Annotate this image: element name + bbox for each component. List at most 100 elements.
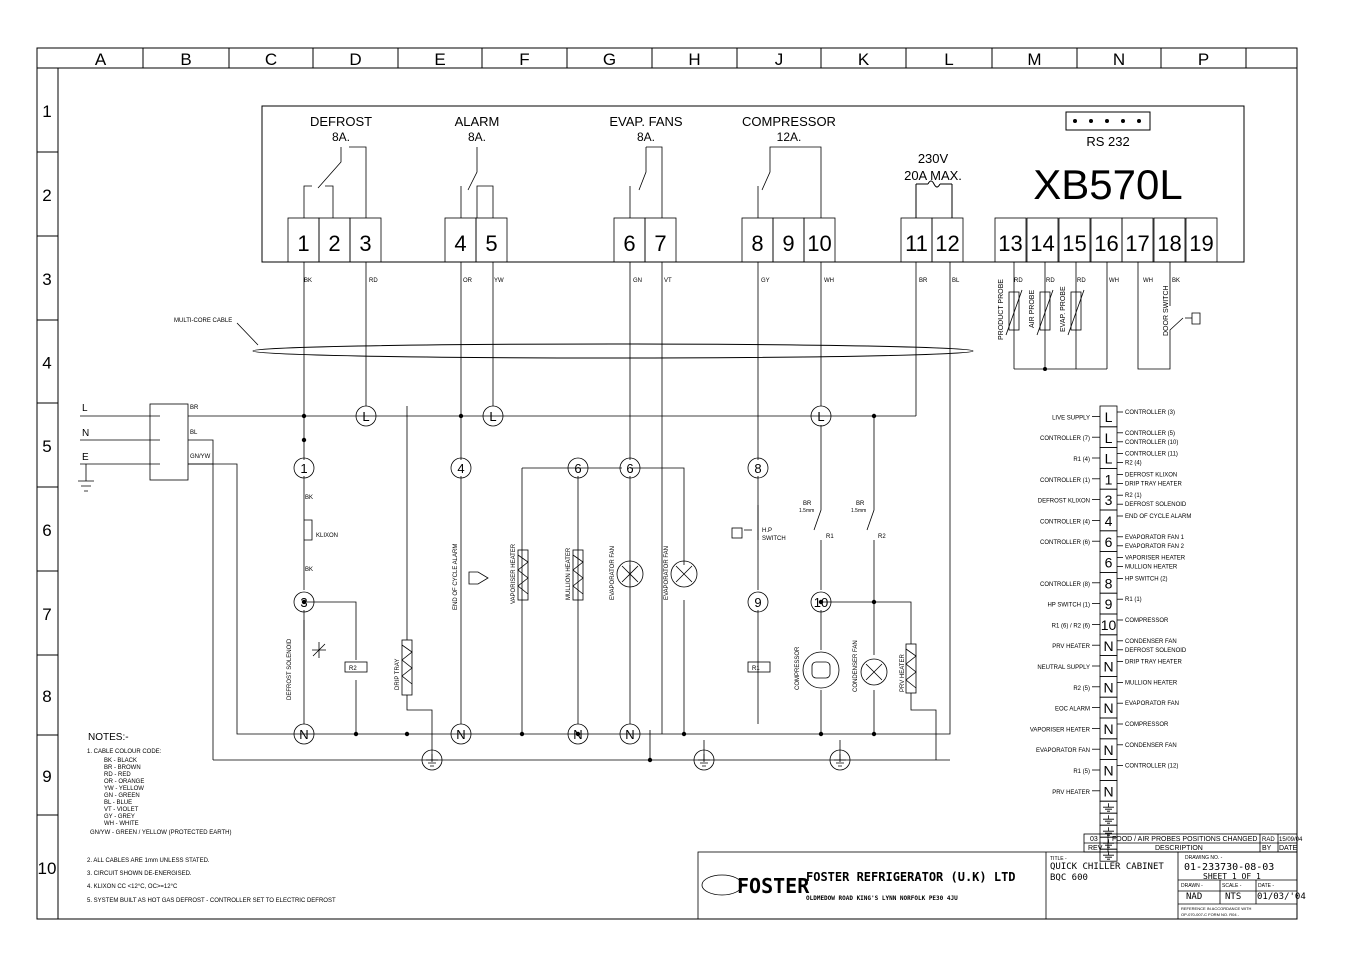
row-label-3: 3	[42, 270, 51, 289]
terminal-block-left: CONTROLLER (1)	[1040, 478, 1090, 484]
terminal-block-left: PRV HEATER	[1052, 790, 1090, 796]
note-line: BR - BROWN	[104, 765, 141, 771]
supply-l: L	[82, 403, 88, 414]
wire-color-8: BR	[919, 278, 928, 284]
air-probe-label: AIR PROBE	[1029, 290, 1036, 328]
by-head: BY	[1262, 845, 1272, 852]
terminal-block-right: CONTROLLER (10)	[1125, 440, 1178, 446]
col-label-F: F	[519, 50, 529, 69]
compressor-label: COMPRESSOR	[795, 646, 801, 690]
terminal-block-left: CONTROLLER (8)	[1040, 582, 1090, 588]
wire-color-9: BL	[952, 278, 960, 284]
alarm-label: ALARM	[455, 114, 500, 129]
relay1-label: R1	[826, 534, 834, 540]
logo-text: FOSTER	[737, 874, 810, 898]
prv-heater-label: PRV HEATER	[900, 654, 906, 692]
terminal-block-mark: N	[1103, 679, 1113, 695]
terminal-block-left: R1 (4)	[1073, 457, 1090, 463]
relay2-size: 1.5mm	[851, 508, 866, 514]
terminal-block-right: MULLION HEATER	[1125, 680, 1178, 686]
terminal-13	[994, 217, 1027, 263]
terminal-19	[1185, 217, 1218, 263]
col-label-D: D	[349, 50, 361, 69]
terminal-block-left: R1 (5)	[1073, 769, 1090, 775]
node-label: N	[573, 727, 582, 742]
terminal-label-19: 19	[1189, 231, 1213, 256]
node-L	[810, 405, 832, 427]
node-label: N	[299, 727, 308, 742]
terminal-block-right: DEFROST KLIXON	[1125, 472, 1177, 478]
terminal-label-15: 15	[1062, 231, 1086, 256]
terminal-block-left: R2 (5)	[1073, 686, 1090, 692]
terminal-block-mark: L	[1105, 409, 1113, 425]
junction-dot	[353, 731, 359, 737]
wire-color-12: RD	[1077, 278, 1086, 284]
terminal-block-mark: N	[1103, 742, 1113, 758]
node-label: N	[456, 727, 465, 742]
terminal-label-1: 1	[297, 231, 309, 256]
wiring	[188, 262, 951, 762]
terminal-block-mark: 1	[1105, 471, 1113, 487]
note-line: 3. CIRCUIT SHOWN DE-ENERGISED.	[87, 871, 192, 877]
note-line: BL - BLUE	[104, 800, 132, 806]
date-head: DATE	[1279, 845, 1297, 852]
col-label-P: P	[1198, 50, 1209, 69]
terminal-18	[1153, 217, 1186, 263]
sheet: SHEET 1 OF 1	[1203, 872, 1261, 881]
relay1-color: BR	[803, 501, 812, 507]
terminal-block-mark: N	[1103, 721, 1113, 737]
node-4	[450, 457, 472, 479]
frame-outer	[36, 47, 1298, 920]
terminal-block-right: VAPORISER HEATER	[1125, 556, 1186, 562]
wire-color-10: RD	[1014, 278, 1023, 284]
defrost-rating: 8A.	[332, 130, 350, 144]
terminal-12	[931, 217, 964, 263]
terminal-block-mark: 6	[1105, 555, 1113, 571]
rev-number: 03	[1090, 836, 1098, 843]
terminal-block-mark: N	[1103, 659, 1113, 675]
node-label: 9	[754, 595, 761, 610]
wire-color-14: WH	[1143, 278, 1153, 284]
terminal-block-right: R2 (4)	[1125, 461, 1142, 467]
supply-e: E	[82, 452, 89, 463]
col-label-J: J	[775, 50, 784, 69]
terminal-block-left: DEFROST KLIXON	[1038, 499, 1090, 505]
terminal-14	[1026, 217, 1059, 263]
node-N	[450, 723, 472, 745]
note-line: 5. SYSTEM BUILT AS HOT GAS DEFROST - CON…	[87, 898, 336, 904]
title-line-2: BQC 600	[1050, 873, 1088, 883]
col-label-H: H	[688, 50, 700, 69]
col-label-N: N	[1113, 50, 1125, 69]
terminal-block-left: VAPORISER HEATER	[1030, 727, 1091, 733]
row-label-5: 5	[42, 437, 51, 456]
terminal-block-right: END OF CYCLE ALARM	[1125, 514, 1191, 520]
terminal-label-2: 2	[328, 231, 340, 256]
terminal-block-right: R2 (1)	[1125, 493, 1142, 499]
col-label-M: M	[1027, 50, 1041, 69]
rev-description: FOOD / AIR PROBES POSITIONS CHANGED	[1112, 836, 1257, 843]
wire-color-3: YW	[494, 278, 504, 284]
defrost-label: DEFROST	[310, 114, 372, 129]
wire-color-6: GY	[761, 278, 770, 284]
node-label: L	[817, 409, 824, 424]
junction-dot	[575, 731, 581, 737]
product-probe-label: PRODUCT PROBE	[998, 279, 1005, 340]
terminal-block-mark: 3	[1105, 492, 1113, 508]
node-label: 3	[300, 595, 307, 610]
date: 01/03/'04	[1257, 892, 1306, 902]
terminal-block-right: DEFROST SOLENOID	[1125, 648, 1187, 654]
junction-dot	[647, 757, 653, 763]
terminal-block-mark: N	[1103, 763, 1113, 779]
terminal-block-left: NEUTRAL SUPPLY	[1037, 665, 1090, 671]
node-label: 4	[457, 461, 464, 476]
drawn-label: DRAWN -	[1181, 883, 1203, 889]
terminal-17	[1121, 217, 1154, 263]
note-line: 2. ALL CABLES ARE 1mm UNLESS STATED.	[87, 858, 210, 864]
terminal-block-right: COMPRESSOR	[1125, 722, 1169, 728]
terminal-block-left: CONTROLLER (4)	[1040, 519, 1090, 525]
earth-icon	[693, 749, 715, 771]
terminal-label-8: 8	[751, 231, 763, 256]
terminal-block-right: MULLION HEATER	[1125, 565, 1178, 571]
terminal-block-right: EVAPORATOR FAN 1	[1125, 535, 1185, 541]
